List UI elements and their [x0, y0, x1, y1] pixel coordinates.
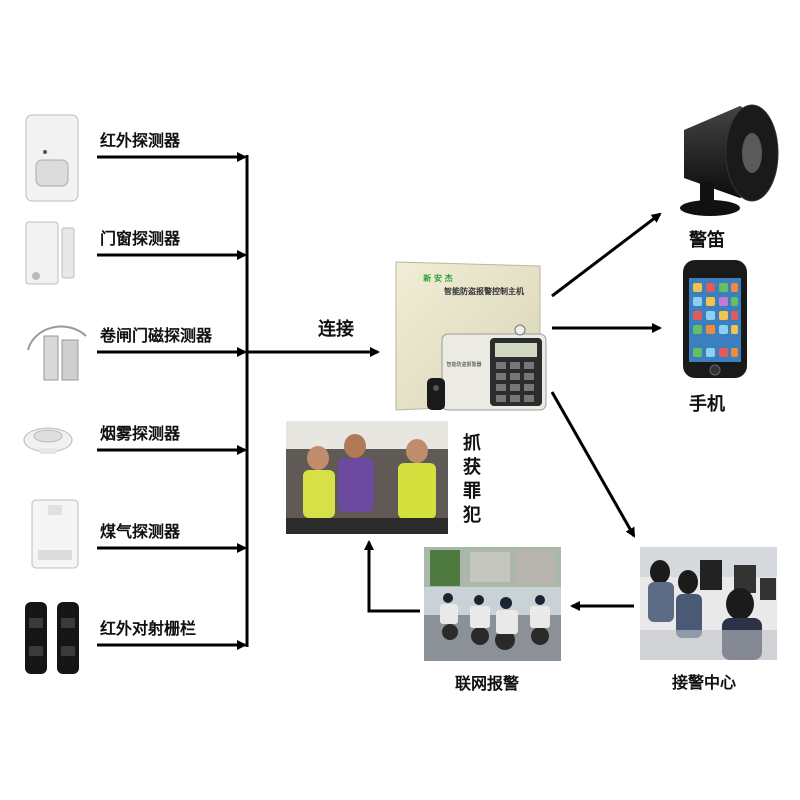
center-arrow: [550, 391, 636, 538]
siren-icon: [680, 104, 779, 216]
smoke-detector-icon: [23, 427, 73, 454]
arrest-photo: [286, 421, 448, 534]
phone-label: 手机: [689, 394, 725, 415]
pir-detector-icon: [25, 114, 79, 202]
host-panel-title: 智能防盗报警控制主机: [444, 286, 524, 296]
siren-arrow: [551, 212, 662, 298]
sensor-label-pir: 红外探测器: [100, 131, 181, 150]
shutter-magnetic-sensor-icon: [27, 325, 87, 381]
sensor-label-gas: 煤气探测器: [100, 522, 181, 541]
sensor-label-shutter: 卷闸门磁探测器: [100, 326, 213, 345]
sensor-label-door-window: 门窗探测器: [100, 229, 181, 248]
network-label: 联网报警: [455, 674, 520, 693]
siren-label: 警笛: [689, 230, 725, 251]
infrared-beam-fence-icon: [25, 602, 79, 674]
connect-label: 连接: [318, 319, 354, 340]
call-center-photo: [640, 547, 777, 660]
mobile-phone-icon: [683, 260, 747, 378]
capture-arrow: [364, 540, 420, 613]
sensor-label-beam-fence: 红外对射栅栏: [100, 619, 197, 638]
alarm-host-icon: [395, 261, 547, 411]
center-label: 接警中心: [672, 673, 737, 692]
door-window-sensor-icon: [25, 221, 75, 285]
gas-detector-icon: [31, 499, 79, 569]
host-keypad-label: 智能防盗报警器: [446, 361, 481, 368]
sensor-label-smoke: 烟雾探测器: [100, 424, 181, 443]
police-motorcycles-photo: [424, 547, 561, 661]
capture-label: 抓获罪犯: [463, 433, 481, 526]
host-brand: 新 安 杰: [423, 273, 453, 283]
sensor-arrows: [97, 152, 247, 650]
